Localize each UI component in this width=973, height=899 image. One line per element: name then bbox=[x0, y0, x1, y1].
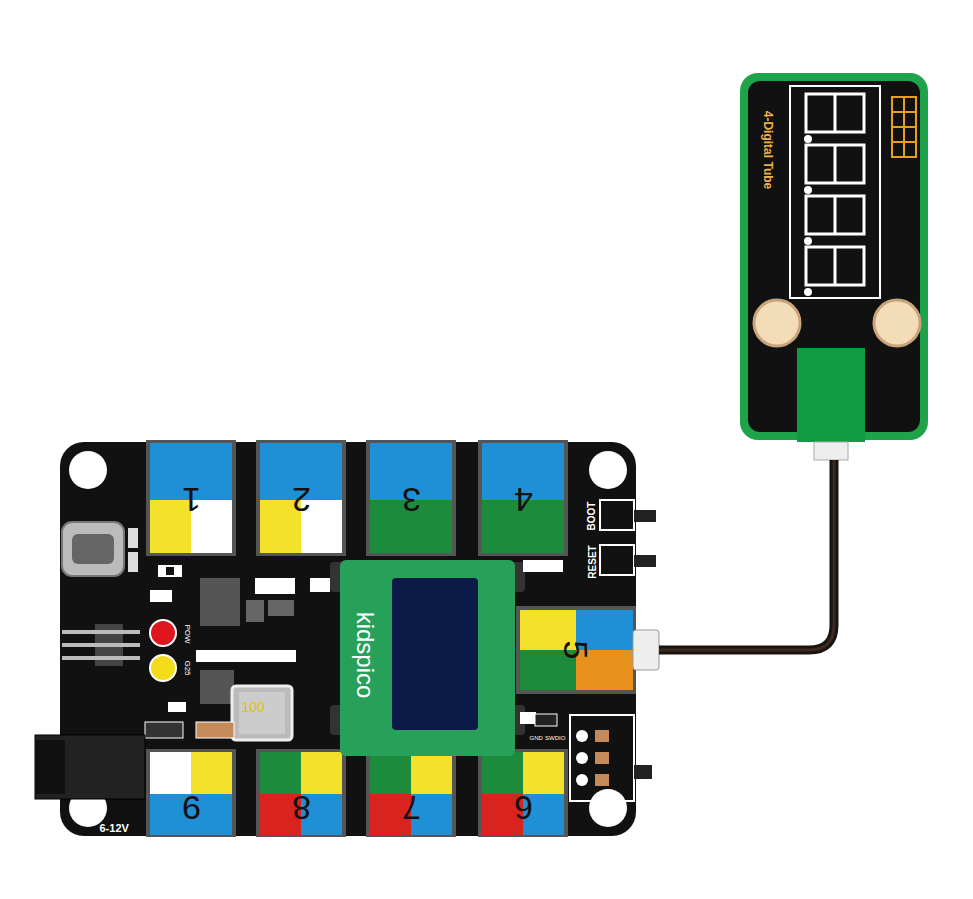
cable bbox=[659, 460, 834, 650]
port-number: 5 bbox=[559, 641, 593, 660]
pin-label: GND bbox=[530, 735, 543, 741]
pin-label: SWDIO bbox=[545, 735, 565, 741]
led-label: G25 bbox=[182, 660, 190, 675]
module-name: 4-Digital Tube bbox=[762, 111, 774, 189]
led-label: POW bbox=[182, 624, 190, 643]
port-number: 9 bbox=[182, 791, 201, 825]
port-number: 6 bbox=[514, 791, 533, 825]
port-box: 5 bbox=[520, 610, 633, 690]
port-number: 8 bbox=[292, 791, 311, 825]
digital-tube-module: 4-Digital Tube bbox=[740, 73, 928, 440]
port-number: 7 bbox=[402, 791, 421, 825]
port-number: 4 bbox=[514, 483, 533, 517]
button-label: RESET bbox=[587, 545, 597, 578]
port-number: 2 bbox=[292, 483, 311, 517]
inductor-value: 100 bbox=[242, 700, 265, 714]
button-label: BOOT bbox=[587, 502, 597, 531]
port-number: 1 bbox=[182, 483, 201, 517]
brand-name: kidspico bbox=[353, 612, 377, 699]
power-label: 6-12V bbox=[100, 823, 129, 834]
port-number: 3 bbox=[402, 483, 421, 517]
